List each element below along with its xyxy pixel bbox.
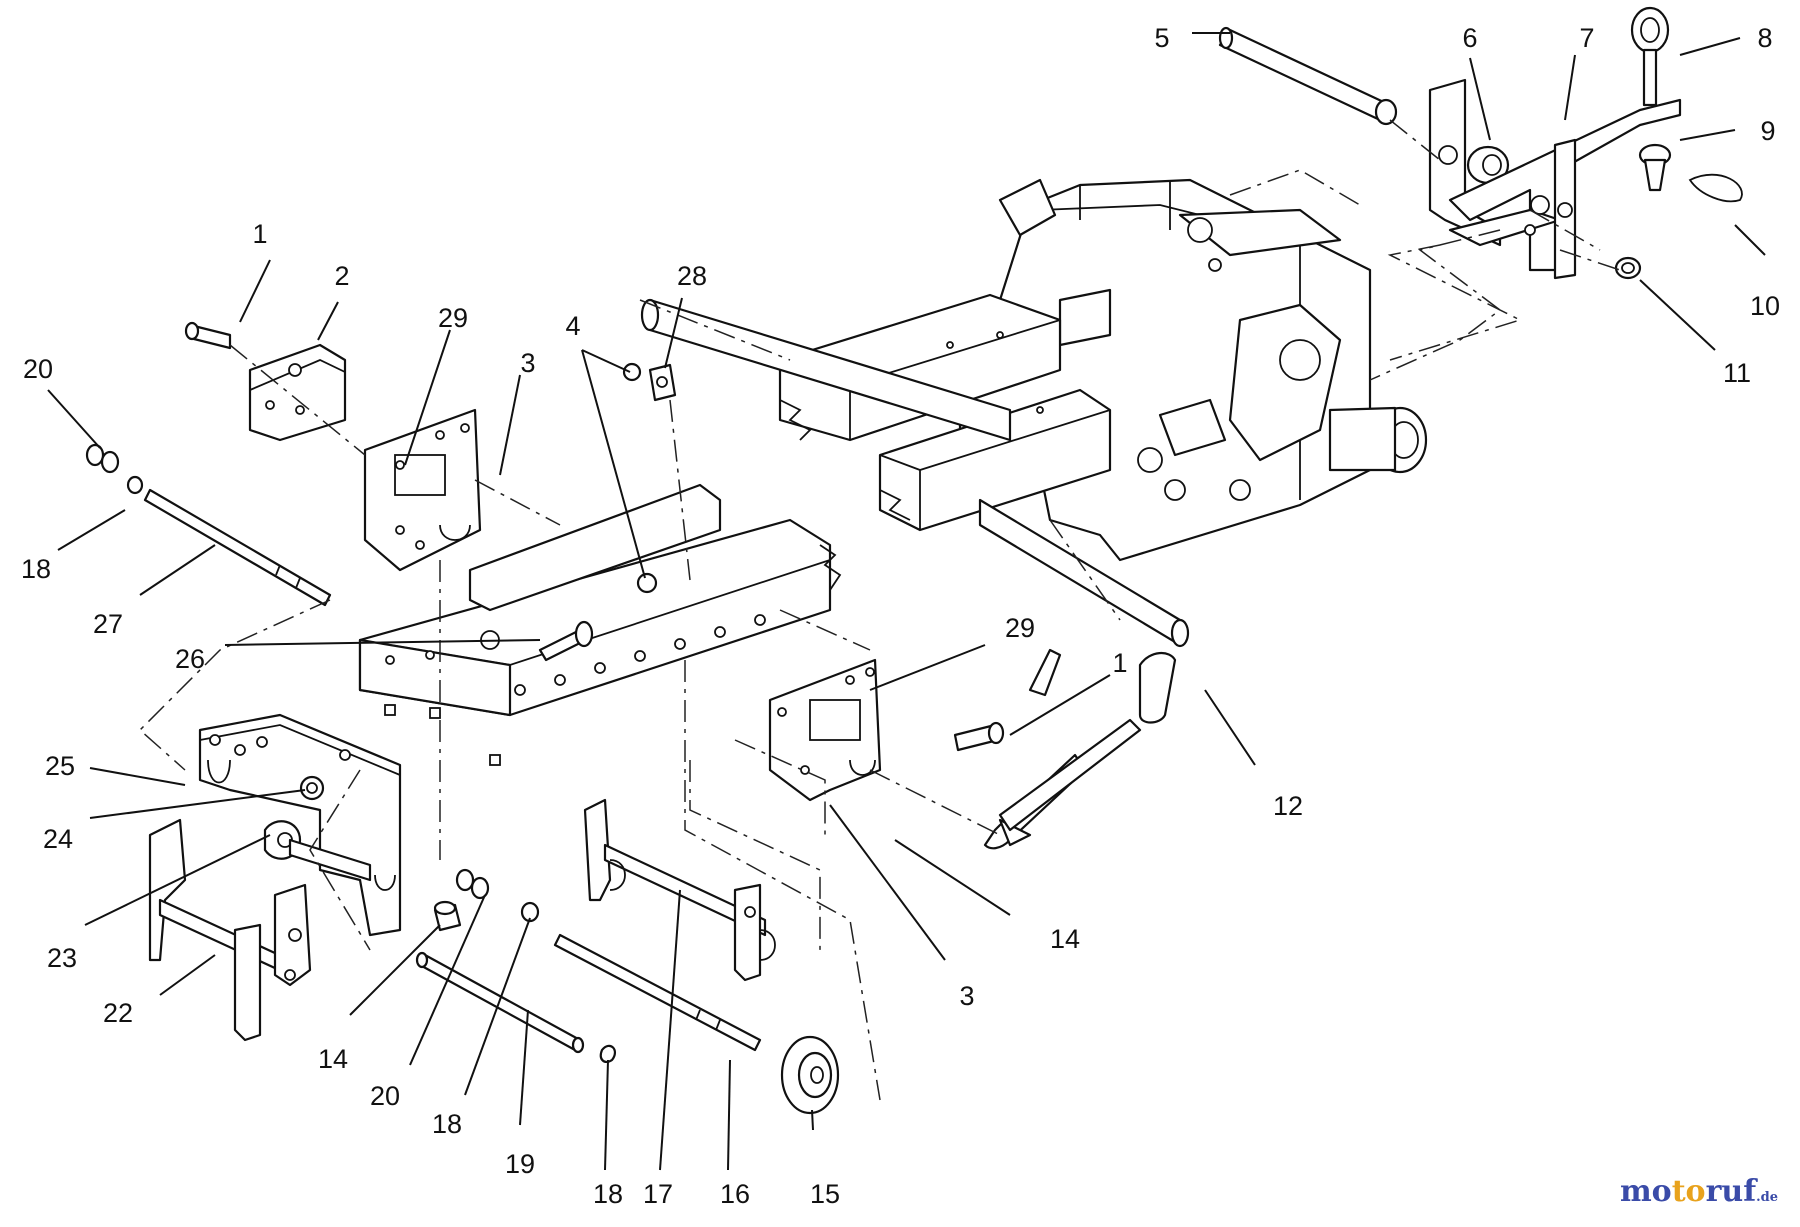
shaft-16-wheel-15 <box>553 933 840 1115</box>
callout-12: 12 <box>1273 791 1303 821</box>
callout-22: 22 <box>103 998 133 1028</box>
handle-12 <box>983 648 1177 850</box>
callout-23: 23 <box>47 943 77 973</box>
side-plate-29-upper <box>363 408 482 572</box>
callout-19: 19 <box>505 1149 535 1179</box>
callout-20-lower: 20 <box>370 1081 400 1111</box>
hitch-pin <box>1218 26 1398 126</box>
callout-24: 24 <box>43 824 73 854</box>
callout-4: 4 <box>565 311 580 341</box>
callout-25: 25 <box>45 751 75 781</box>
side-plate-29-lower <box>768 658 1005 802</box>
callout-17: 17 <box>643 1179 673 1209</box>
callout-29-upper: 29 <box>438 303 468 333</box>
bracket-17 <box>583 798 776 982</box>
callout-14-lower-left: 14 <box>318 1044 348 1074</box>
callout-29-lower: 29 <box>1005 613 1035 643</box>
callout-2: 2 <box>334 261 349 291</box>
callout-8: 8 <box>1757 23 1772 53</box>
callout-11: 11 <box>1723 358 1751 388</box>
lift-bracket-22 <box>148 818 372 1042</box>
callout-28: 28 <box>677 261 707 291</box>
callout-18-bottom: 18 <box>593 1179 623 1209</box>
callout-18-lower: 18 <box>432 1109 462 1139</box>
callout-26: 26 <box>175 644 205 674</box>
callout-27: 27 <box>93 609 123 639</box>
callout-3-upper: 3 <box>520 348 535 378</box>
bushing-14-left <box>433 900 462 932</box>
clevis-hardware <box>1614 143 1743 280</box>
eye-bolt <box>1630 6 1670 107</box>
lift-bracket-25 <box>198 713 402 937</box>
callout-5: 5 <box>1154 23 1169 53</box>
assembly-lines <box>138 119 1621 1101</box>
front-frame-member <box>358 483 842 766</box>
bracket-28 <box>622 362 677 594</box>
callout-16: 16 <box>720 1179 750 1209</box>
shaft-27 <box>85 443 332 607</box>
mount-bracket-left <box>184 321 347 442</box>
rear-frame-rails <box>778 293 1112 532</box>
callout-labels: 1 2 20 18 27 29 3 4 28 26 25 24 23 22 14… <box>21 23 1780 1209</box>
axle-tubes <box>640 298 1190 648</box>
callout-9: 9 <box>1760 116 1775 146</box>
callout-10: 10 <box>1750 291 1780 321</box>
callout-3-lower: 3 <box>959 981 974 1011</box>
callout-20-upper: 20 <box>23 354 53 384</box>
callout-6: 6 <box>1462 23 1477 53</box>
bolt-26 <box>538 620 594 662</box>
callout-1-upper: 1 <box>252 219 267 249</box>
callout-18-upper: 18 <box>21 554 51 584</box>
motoruf-logo: motoruf.de <box>1619 1174 1778 1209</box>
leader-lines <box>47 32 1766 1171</box>
callout-1-lower: 1 <box>1112 648 1127 678</box>
callout-15: 15 <box>810 1179 840 1209</box>
callout-14-lower-right: 14 <box>1050 924 1080 954</box>
spring-washer-mid <box>455 868 540 923</box>
shaft-19 <box>415 951 617 1064</box>
callout-7: 7 <box>1579 23 1594 53</box>
hitch-bracket <box>1428 78 1682 280</box>
